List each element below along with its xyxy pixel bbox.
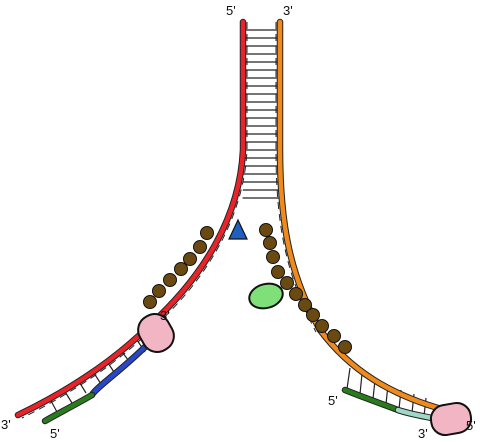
leading-new-strand	[341, 386, 436, 422]
ssb-icon	[263, 236, 277, 250]
ssb-icon	[174, 262, 188, 276]
parental-inner-strands	[21, 22, 317, 419]
label-lagging-5prime: 5'	[50, 426, 60, 441]
label-top-5prime: 5'	[226, 3, 236, 18]
leading-polymerase-icon	[429, 401, 473, 437]
ssb-icon	[280, 276, 294, 290]
leading-rna-primer	[342, 387, 401, 413]
leading-template-outline	[276, 18, 449, 414]
ssb-icon	[193, 240, 207, 254]
ssb-icon	[259, 223, 273, 237]
ssb-icon	[163, 273, 177, 287]
ssb-icon	[327, 329, 341, 343]
base-pair-rung	[346, 367, 351, 390]
helicase-triangle-icon	[228, 218, 248, 240]
ssb-icon	[315, 319, 329, 333]
label-polymerase-3prime: 3'	[160, 308, 170, 323]
base-pair-rung	[359, 373, 363, 395]
ssb-icon	[143, 295, 157, 309]
okazaki-fragment	[41, 336, 156, 425]
ssb-proteins-right	[259, 223, 352, 354]
ssb-icon	[289, 287, 303, 301]
ssb-icon	[200, 226, 214, 240]
ssb-icon	[152, 284, 166, 298]
leading-template-fill	[277, 19, 448, 413]
leading-template-strand	[276, 18, 449, 414]
ssb-icon	[298, 298, 312, 312]
leading-new-dna	[395, 407, 435, 421]
primase-oval-icon	[248, 282, 284, 310]
label-leading-5prime: 5'	[328, 393, 338, 408]
label-top-3prime: 3'	[283, 3, 293, 18]
ssb-icon	[338, 340, 352, 354]
ssb-icon	[306, 308, 320, 322]
ssb-icon	[183, 252, 197, 266]
label-lagging-3prime: 3'	[1, 417, 11, 432]
ssb-proteins-left	[143, 226, 214, 309]
lagging-polymerase-icon	[137, 313, 175, 353]
label-leading-3prime: 3'	[418, 426, 428, 441]
lagging-rna-primer	[42, 392, 95, 424]
ssb-icon	[271, 265, 285, 279]
label-end-5prime: 5'	[466, 418, 476, 433]
ssb-icon	[266, 250, 280, 264]
